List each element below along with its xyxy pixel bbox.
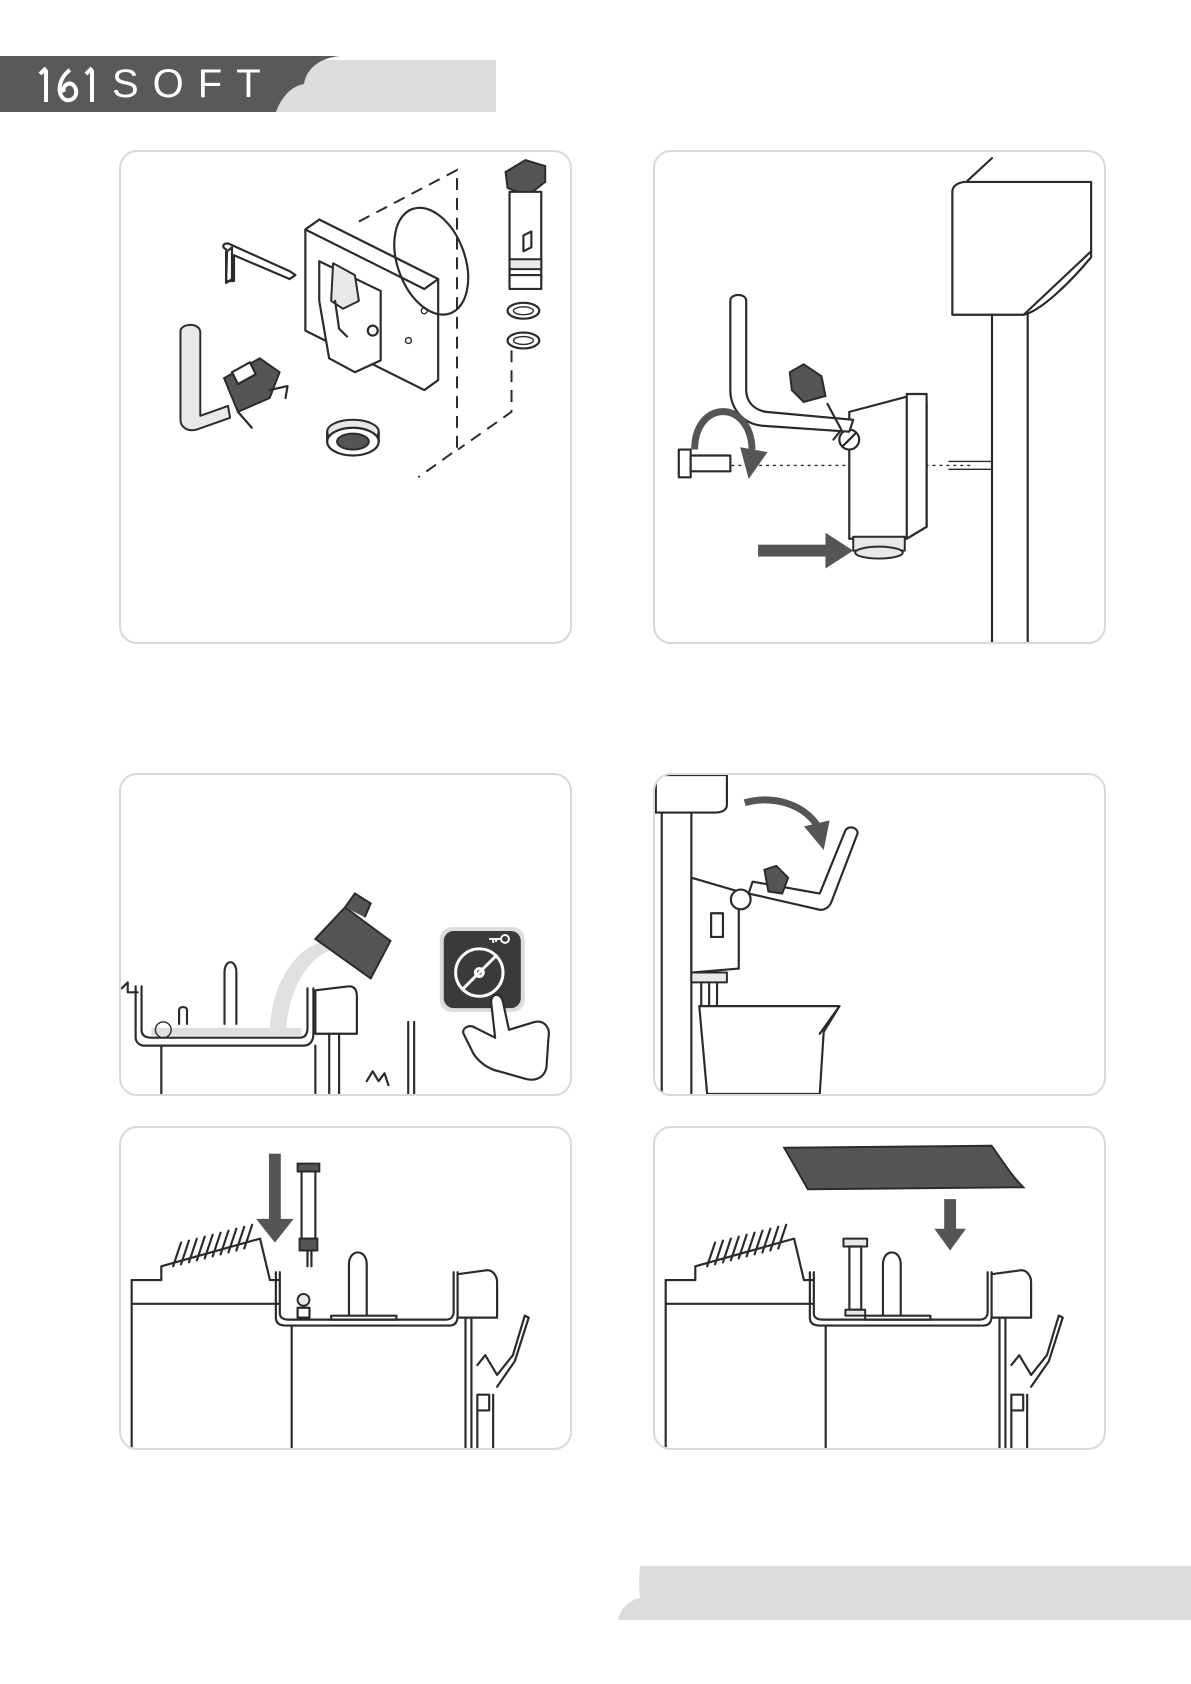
- footer-band: [600, 1560, 1191, 1684]
- exploded-parts-illustration: [121, 152, 570, 642]
- place-cover-illustration: [655, 1128, 1104, 1448]
- panel-exploded-parts: [119, 150, 572, 644]
- panel-insert-tube: [119, 1126, 572, 1450]
- pour-and-press-illustration: [121, 775, 570, 1094]
- panel-open-valve-drain: [653, 773, 1106, 1096]
- panel-pour-and-press-key: [119, 773, 572, 1096]
- panel-place-cover: [653, 1126, 1106, 1450]
- panel-valve-mounting: [653, 150, 1106, 644]
- brand-wordmark: SOFT: [112, 62, 275, 107]
- valve-mounting-illustration: [655, 152, 1104, 642]
- insert-tube-illustration: [121, 1128, 570, 1448]
- open-valve-illustration: [655, 775, 1104, 1094]
